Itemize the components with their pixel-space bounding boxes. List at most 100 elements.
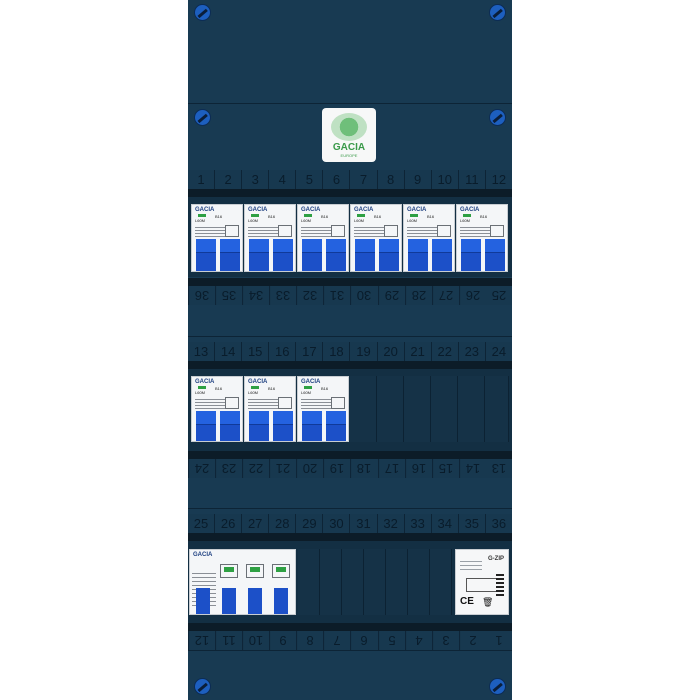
- screw-icon-bottom-right: [489, 678, 506, 695]
- circuit-breaker-4[interactable]: GACIA L60M B16: [350, 204, 402, 272]
- spec-text: [354, 225, 384, 239]
- slot-number: 23: [459, 342, 486, 361]
- slot-number: 36: [188, 286, 216, 305]
- slot-number: 24: [491, 344, 507, 359]
- breaker-toggle[interactable]: [461, 239, 481, 271]
- breaker-toggle[interactable]: [302, 411, 322, 441]
- rcd-toggle[interactable]: [196, 588, 210, 614]
- status-indicator: [463, 214, 471, 217]
- status-indicator: [251, 214, 259, 217]
- slot-number: 29: [296, 514, 324, 533]
- slot-number: 14: [458, 459, 486, 478]
- breaker-toggle[interactable]: [302, 239, 322, 271]
- residual-current-device[interactable]: GACIA: [189, 549, 296, 615]
- slot-number: 2: [458, 631, 486, 650]
- wiring-diagram-icon: [490, 225, 504, 237]
- breaker-toggle[interactable]: [355, 239, 375, 271]
- circuit-breaker-1[interactable]: GACIA L60M B16: [191, 204, 243, 272]
- rcd-toggle[interactable]: [222, 588, 236, 614]
- rcd-toggle[interactable]: [248, 588, 262, 614]
- slot-number: 32: [378, 514, 405, 533]
- slot-number: 13: [491, 461, 507, 476]
- slot-number: 14: [215, 342, 243, 361]
- breaker-toggle[interactable]: [249, 411, 269, 441]
- slot-number: 3: [242, 170, 270, 189]
- slot-number: 7: [323, 631, 351, 650]
- slot-number: 34: [242, 286, 270, 305]
- breaker-brand: GACIA: [195, 207, 215, 213]
- slot-number: 28: [269, 514, 297, 533]
- breaker-model: L60M: [248, 218, 259, 223]
- breaker-brand: GACIA: [301, 379, 321, 385]
- wiring-diagram-icon: [331, 397, 345, 409]
- circuit-breaker-2[interactable]: GACIA L60M B16: [244, 204, 296, 272]
- slot-number: 34: [432, 514, 459, 533]
- spec-text: [460, 225, 490, 239]
- breaker-model: L60M: [354, 218, 365, 223]
- circuit-breaker-5[interactable]: GACIA L60M B16: [403, 204, 455, 272]
- rail-strip: [188, 533, 512, 541]
- breaker-toggle[interactable]: [220, 239, 240, 271]
- slot-number: 9: [405, 170, 432, 189]
- breaker-brand: GACIA: [407, 207, 427, 213]
- rail-strip: [188, 278, 512, 286]
- breaker-toggle[interactable]: [196, 411, 216, 441]
- slot-number: 18: [323, 342, 351, 361]
- wiring-diagram-icon: [437, 225, 451, 237]
- slot-number: 20: [296, 459, 324, 478]
- spec-text: [248, 225, 278, 239]
- spd-brand: G-ZIP: [488, 556, 504, 562]
- breaker-toggle[interactable]: [485, 239, 505, 271]
- breaker-toggle[interactable]: [379, 239, 399, 271]
- breaker-toggle[interactable]: [249, 239, 269, 271]
- breaker-toggle[interactable]: [220, 411, 240, 441]
- slot-number: 21: [269, 459, 297, 478]
- breaker-toggle[interactable]: [408, 239, 428, 271]
- breaker-toggle[interactable]: [196, 239, 216, 271]
- slot-number: 4: [404, 631, 432, 650]
- number-row-2-top: 13 14 15 16 17 18 19 20 21 22 23 24: [188, 342, 512, 361]
- surge-protector[interactable]: G-ZIP CE 🗑: [455, 549, 509, 615]
- breaker-model: L60M: [301, 390, 312, 395]
- circuit-breaker-9[interactable]: GACIA L60M B16: [297, 376, 349, 442]
- slot-number: 36: [491, 516, 507, 531]
- wiring-diagram-icon: [225, 225, 239, 237]
- spec-text: [195, 397, 225, 411]
- surge-symbol-icon: [466, 578, 500, 592]
- circuit-breaker-8[interactable]: GACIA L60M B16: [244, 376, 296, 442]
- breaker-rating: B16: [427, 214, 435, 219]
- slot-number: 33: [405, 514, 432, 533]
- circuit-breaker-7[interactable]: GACIA L60M B16: [191, 376, 243, 442]
- breaker-toggle[interactable]: [432, 239, 452, 271]
- slot-number: 17: [377, 459, 405, 478]
- slot-number: 15: [431, 459, 459, 478]
- breaker-rating: B16: [268, 214, 276, 219]
- screw-icon-bottom-left: [194, 678, 211, 695]
- circuit-breaker-6[interactable]: GACIA L60M B16: [456, 204, 508, 272]
- slot-number: 12: [491, 172, 507, 187]
- breaker-toggle[interactable]: [273, 239, 293, 271]
- screw-icon-mid-right: [489, 109, 506, 126]
- circuit-breaker-3[interactable]: GACIA L60M B16: [297, 204, 349, 272]
- breaker-toggle[interactable]: [326, 239, 346, 271]
- slot-number: 5: [296, 170, 324, 189]
- slot-number: 20: [378, 342, 405, 361]
- spd-spec-text: [460, 558, 482, 572]
- breaker-toggle[interactable]: [273, 411, 293, 441]
- rail-strip: [188, 189, 512, 197]
- status-indicator: [251, 386, 259, 389]
- number-row-1-top: 1 2 3 4 5 6 7 8 9 10 11 12: [188, 170, 512, 189]
- breaker-rating: B16: [480, 214, 488, 219]
- blank-cover: [404, 376, 431, 442]
- rcd-toggle[interactable]: [274, 588, 288, 614]
- slot-number: 10: [432, 170, 459, 189]
- slot-number: 25: [491, 288, 507, 303]
- spec-text: [301, 225, 331, 239]
- breaker-model: L60M: [460, 218, 471, 223]
- logo-brand: GACIA: [332, 142, 366, 153]
- slot-number: 23: [215, 459, 243, 478]
- cover-divider: [188, 103, 512, 104]
- status-indicator: [198, 386, 206, 389]
- breaker-toggle[interactable]: [326, 411, 346, 441]
- weee-bin-icon: 🗑: [482, 597, 494, 607]
